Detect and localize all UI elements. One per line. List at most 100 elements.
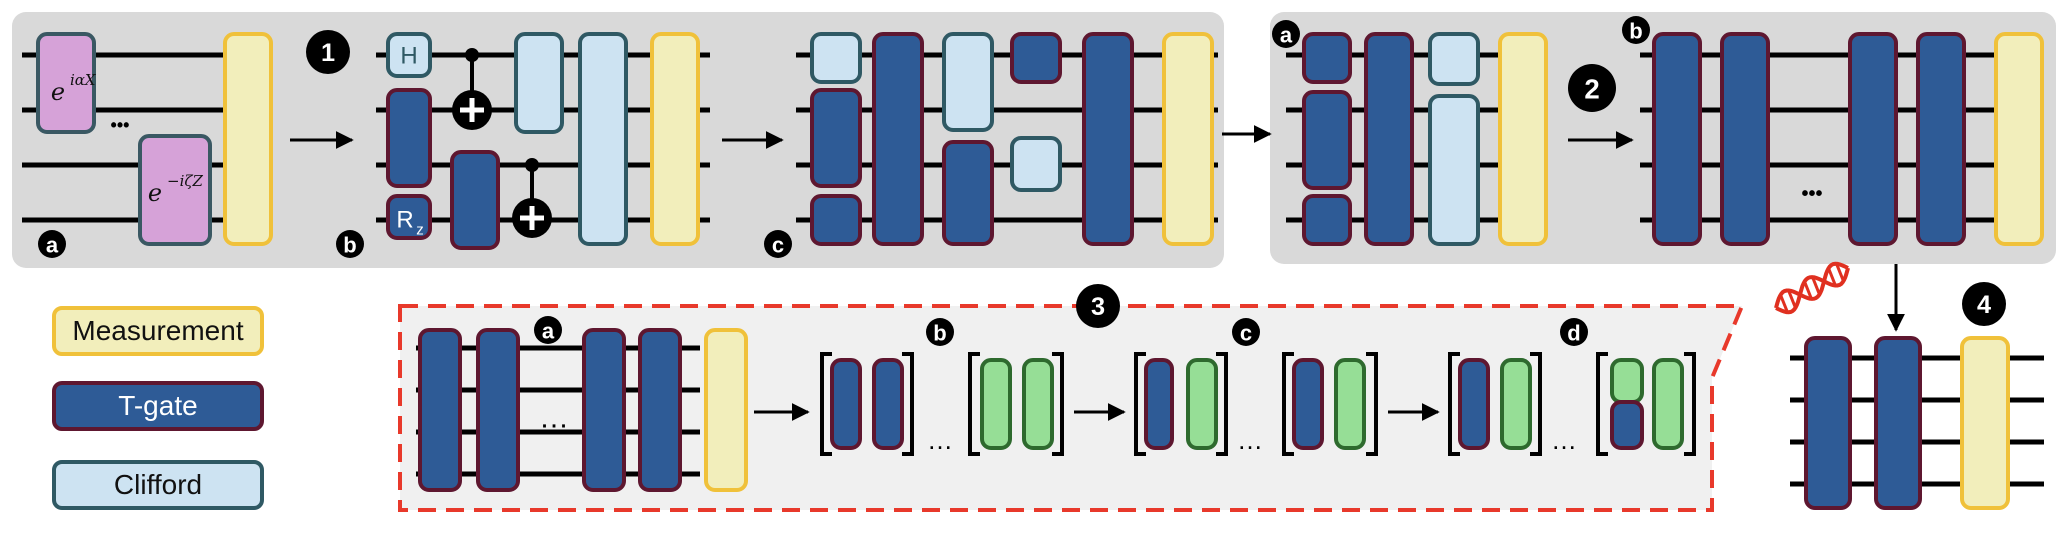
green-gate-3b-1 bbox=[980, 358, 1012, 450]
t-gate-1c-3 bbox=[872, 32, 924, 246]
dna-rung bbox=[1811, 276, 1821, 295]
t-gate-4-1 bbox=[1804, 336, 1852, 510]
sublabel-2b-badge bbox=[1622, 16, 1650, 44]
t-gate-3a-4 bbox=[638, 328, 682, 492]
rotation-x-gate bbox=[36, 32, 96, 134]
sublabel-3b: b bbox=[933, 321, 946, 346]
t-gate-2a-2 bbox=[1302, 90, 1352, 190]
sublabel-1a-badge bbox=[38, 230, 66, 258]
t-gate-3d-2 bbox=[1610, 400, 1644, 450]
step-2-label-badge bbox=[1568, 64, 1616, 112]
step-2-label: 2 bbox=[1584, 74, 1599, 105]
green-gate-3d-3 bbox=[1652, 358, 1684, 450]
sublabel-3c-badge bbox=[1232, 318, 1260, 346]
t-gate-1b-2 bbox=[450, 150, 500, 250]
bracket-3d-1-right-bracket bbox=[1530, 352, 1542, 456]
green-gate-3c-1 bbox=[1186, 358, 1218, 450]
sublabel-3a-badge bbox=[534, 316, 562, 344]
legend-tgate-label: T-gate bbox=[118, 390, 198, 421]
t-gate-2b-2 bbox=[1720, 32, 1770, 246]
t-gate-3a-3 bbox=[582, 328, 626, 492]
bracket-3c-1-right-bracket bbox=[1216, 352, 1228, 456]
clifford-gate-1c-2 bbox=[942, 32, 994, 132]
t-gate-3a-1 bbox=[418, 328, 462, 492]
clifford-gate-2a-2 bbox=[1428, 94, 1480, 246]
measurement-gate-1c bbox=[1162, 32, 1214, 246]
ellipsis-3d: … bbox=[1551, 425, 1577, 455]
bracket-3d-2-left-bracket bbox=[1596, 352, 1608, 456]
t-gate-2a-1 bbox=[1302, 32, 1352, 84]
bracket-3d-1-left-bracket bbox=[1448, 352, 1460, 456]
t-gate-2a-4 bbox=[1364, 32, 1414, 246]
measurement-gate-1b bbox=[650, 32, 700, 246]
dna-rung bbox=[1835, 263, 1845, 282]
dna-rung bbox=[1803, 281, 1813, 300]
sublabel-1a: a bbox=[46, 233, 59, 258]
ellipsis-2b: ••• bbox=[1801, 183, 1822, 205]
step-4-label-badge bbox=[1962, 282, 2006, 326]
sublabel-1c-badge bbox=[764, 230, 792, 258]
rotation-z-base: e bbox=[148, 179, 162, 207]
t-gate-1c-1 bbox=[810, 88, 862, 188]
green-gate-3b-2 bbox=[1022, 358, 1054, 450]
clifford-gate-1b-2 bbox=[578, 32, 628, 246]
rotation-x-base: e bbox=[51, 78, 65, 106]
step-3-label-badge bbox=[1076, 284, 1120, 328]
rz-gate bbox=[386, 194, 432, 240]
legend-measurement: Measurement bbox=[52, 306, 264, 356]
sublabel-3c: c bbox=[1240, 321, 1252, 346]
step-1-label: 1 bbox=[321, 39, 335, 67]
legend-measurement-label: Measurement bbox=[72, 315, 244, 346]
t-gate-1b-1 bbox=[386, 88, 432, 188]
bracket-3c-2-left-bracket bbox=[1282, 352, 1294, 456]
green-gate-3d-2 bbox=[1610, 358, 1644, 404]
t-gate-3c-2 bbox=[1292, 358, 1324, 450]
clifford-gate-1c-1 bbox=[810, 32, 862, 84]
legend-tgate: T-gate bbox=[52, 381, 264, 431]
sublabel-1c: c bbox=[772, 233, 784, 258]
sublabel-3d-badge bbox=[1560, 318, 1588, 346]
legend-clifford: Clifford bbox=[52, 460, 264, 510]
t-gate-1c-4 bbox=[942, 140, 994, 246]
cnot-1-control-dot bbox=[465, 48, 479, 62]
bracket-3b-2-left-bracket bbox=[968, 352, 980, 456]
dna-icon bbox=[1774, 261, 1850, 315]
rz-label-sub: z bbox=[416, 222, 424, 239]
dna-rung bbox=[1827, 267, 1837, 287]
t-gate-1c-5 bbox=[1010, 32, 1062, 84]
sublabel-2a-badge bbox=[1272, 20, 1300, 48]
t-gate-1c-6 bbox=[1082, 32, 1134, 246]
dna-rung bbox=[1779, 294, 1789, 313]
measurement-gate-4 bbox=[1960, 336, 2010, 510]
sublabel-1b: b bbox=[343, 233, 356, 258]
step-4-label: 4 bbox=[1977, 291, 1991, 319]
hadamard-label: H bbox=[400, 43, 417, 70]
sublabel-2a: a bbox=[1280, 23, 1293, 48]
clifford-gate-2a-1 bbox=[1428, 32, 1480, 86]
t-gate-3b-2 bbox=[872, 358, 904, 450]
bracket-3b-1-left-bracket bbox=[820, 352, 832, 456]
clifford-gate-1c-3 bbox=[1010, 136, 1062, 192]
bracket-3c-1-left-bracket bbox=[1134, 352, 1146, 456]
t-gate-3a-2 bbox=[476, 328, 520, 492]
t-gate-2a-3 bbox=[1302, 194, 1352, 246]
legend-clifford-label: Clifford bbox=[113, 469, 203, 500]
t-gate-2b-1 bbox=[1652, 32, 1702, 246]
t-gate-3c-1 bbox=[1144, 358, 1174, 450]
measurement-gate-2a bbox=[1498, 32, 1548, 246]
t-gate-1c-2 bbox=[810, 194, 862, 246]
clifford-gate-1b-1 bbox=[514, 32, 564, 134]
dna-strand-1 bbox=[1775, 267, 1850, 315]
ellipsis-3b: … bbox=[927, 425, 953, 455]
measurement-gate-1a bbox=[223, 32, 273, 246]
rotation-x-exponent: iαX bbox=[70, 71, 97, 89]
rotation-z-gate bbox=[138, 134, 212, 246]
t-gate-2b-4 bbox=[1916, 32, 1966, 246]
ellipsis-3a: … bbox=[539, 402, 569, 435]
measurement-gate-3a bbox=[704, 328, 748, 492]
sublabel-2b: b bbox=[1629, 19, 1642, 44]
sublabel-1b-badge bbox=[336, 230, 364, 258]
rz-label-base: R bbox=[396, 207, 413, 234]
